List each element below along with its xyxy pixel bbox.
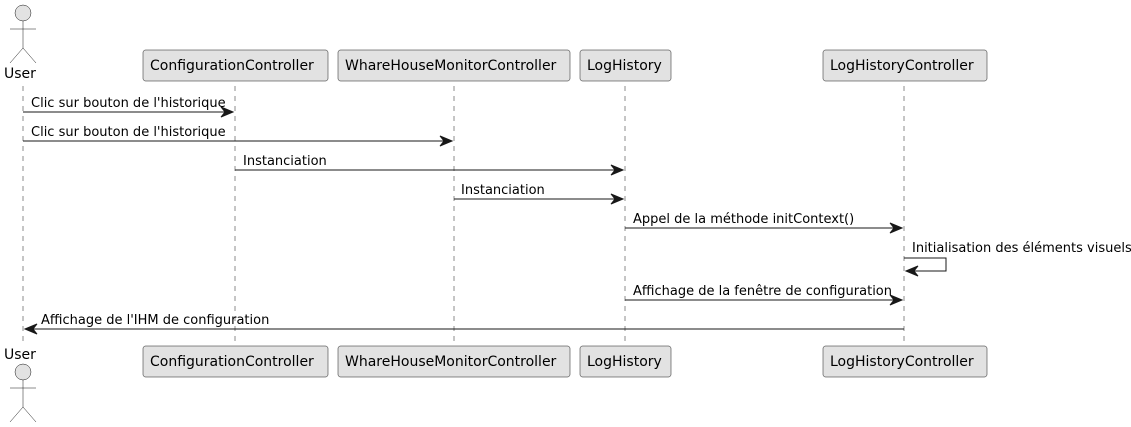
actor-leg-left	[9, 47, 24, 64]
actor-head	[14, 363, 32, 381]
participant-warehouse-monitor-controller-top: WhareHouseMonitorController	[337, 49, 571, 82]
participant-log-history-controller-bottom: LogHistoryController	[822, 345, 988, 378]
svg-text:Clic sur bouton de l'historiqu: Clic sur bouton de l'historique	[31, 125, 226, 140]
arrow-head-icon	[23, 323, 38, 335]
message-4: Instanciation	[454, 183, 625, 205]
svg-text:WhareHouseMonitorController: WhareHouseMonitorController	[345, 58, 557, 74]
message-5: Appel de la méthode initContext()	[625, 212, 904, 234]
svg-text:ConfigurationController: ConfigurationController	[150, 354, 314, 370]
message-2: Clic sur bouton de l'historique	[23, 125, 454, 147]
participant-log-history-top: LogHistory	[579, 49, 672, 82]
svg-text:Affichage de l'IHM de configur: Affichage de l'IHM de configuration	[41, 313, 269, 328]
arrow-head-icon	[220, 106, 235, 118]
participant-configuration-controller-top: ConfigurationController	[142, 49, 329, 82]
svg-text:LogHistoryController: LogHistoryController	[830, 58, 974, 74]
svg-text:WhareHouseMonitorController: WhareHouseMonitorController	[345, 354, 557, 370]
message-3: Instanciation	[235, 154, 625, 176]
svg-text:Affichage de la fenêtre de con: Affichage de la fenêtre de configuration	[633, 284, 892, 299]
svg-text:ConfigurationController: ConfigurationController	[150, 58, 314, 74]
participant-log-history-controller-top: LogHistoryController	[822, 49, 988, 82]
arrow-head-icon	[889, 222, 904, 234]
arrow-head-icon	[904, 265, 919, 277]
actor-label-bottom: User	[4, 347, 36, 363]
svg-text:Instanciation: Instanciation	[461, 183, 545, 198]
actor-leg-right	[22, 47, 37, 64]
arrow-head-icon	[610, 164, 625, 176]
actor-leg-right	[22, 406, 37, 423]
message-1: Clic sur bouton de l'historique	[23, 96, 235, 118]
svg-text:Appel de la méthode initContex: Appel de la méthode initContext()	[633, 212, 854, 227]
message-6-self: Initialisation des éléments visuels	[904, 241, 1131, 277]
actor-leg-left	[9, 406, 24, 423]
message-8: Affichage de l'IHM de configuration	[23, 313, 904, 335]
svg-text:LogHistory: LogHistory	[587, 354, 662, 370]
participant-warehouse-monitor-controller-bottom: WhareHouseMonitorController	[337, 345, 571, 378]
message-7: Affichage de la fenêtre de configuration	[625, 284, 904, 306]
svg-text:Instanciation: Instanciation	[243, 154, 327, 169]
arrow-head-icon	[889, 294, 904, 306]
participant-configuration-controller-bottom: ConfigurationController	[142, 345, 329, 378]
actor-label-top: User	[4, 66, 36, 82]
svg-text:LogHistoryController: LogHistoryController	[830, 354, 974, 370]
actor-head	[14, 4, 32, 22]
svg-text:LogHistory: LogHistory	[587, 58, 662, 74]
arrow-head-icon	[439, 135, 454, 147]
actor-bottom: User	[4, 347, 37, 423]
participant-log-history-bottom: LogHistory	[579, 345, 672, 378]
svg-text:Clic sur bouton de l'historiqu: Clic sur bouton de l'historique	[31, 96, 226, 111]
actor-top: User	[4, 4, 37, 82]
svg-text:Initialisation des éléments vi: Initialisation des éléments visuels	[912, 241, 1131, 256]
arrow-head-icon	[610, 193, 625, 205]
